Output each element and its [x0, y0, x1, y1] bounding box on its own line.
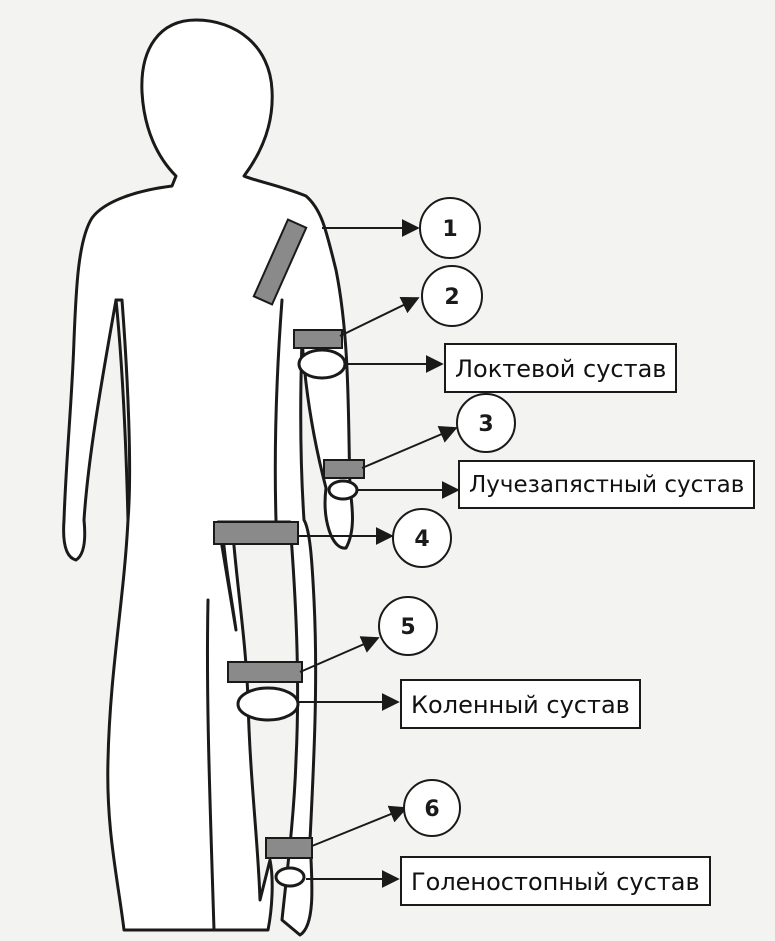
knee-ring: [238, 688, 298, 720]
marker-number-1: 1: [442, 217, 457, 242]
figure-outline: [64, 20, 353, 935]
arrow-6: [312, 808, 406, 846]
strap-5-shin: [228, 662, 302, 682]
wrist-ring: [329, 481, 357, 499]
marker-number-3: 3: [478, 412, 493, 437]
marker-number-6: 6: [424, 797, 439, 822]
ankle-ring: [276, 868, 304, 886]
strap-4-thigh: [214, 522, 298, 544]
arrow-2: [340, 298, 418, 336]
human-silhouette: [64, 20, 353, 935]
marker-number-2: 2: [444, 285, 459, 310]
strap-3-forearm: [324, 460, 364, 478]
label-ankle-joint: Голеностопный сустав: [400, 856, 711, 906]
elbow-ring: [299, 350, 345, 378]
arrow-3: [362, 428, 456, 468]
label-elbow-joint: Локтевой сустав: [444, 343, 677, 393]
marker-number-5: 5: [400, 615, 415, 640]
label-knee-joint: Коленный сустав: [400, 679, 641, 729]
label-wrist-joint: Лучезапястный сустав: [458, 460, 755, 509]
strap-6-ankle: [266, 838, 312, 858]
marker-number-4: 4: [414, 527, 429, 552]
strap-2-upper-arm: [294, 330, 342, 348]
